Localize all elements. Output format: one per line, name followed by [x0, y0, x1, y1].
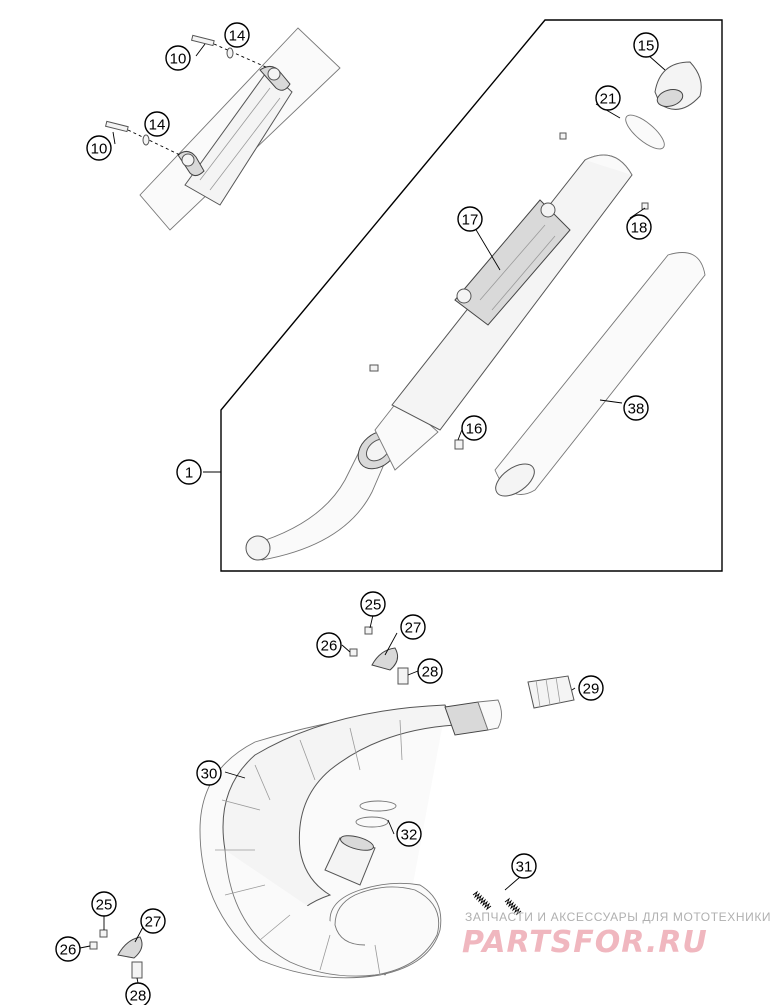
callout-group: 1 10 14 10 14 15 21 17 18 38 16 25 27 26 28 29 30 32 31 25 2… [55, 22, 659, 1005]
callout-32: 32 [396, 821, 422, 847]
callout-16: 16 [461, 415, 487, 441]
callout-number: 10 [91, 141, 108, 158]
callout-circle [417, 658, 443, 684]
callout-number: 10 [170, 51, 187, 68]
callout-circle [457, 206, 483, 232]
callout-number: 27 [405, 620, 422, 637]
callout-14: 14 [144, 111, 170, 137]
callout-circle [623, 395, 649, 421]
callout-circle [144, 111, 170, 137]
callout-circle [633, 32, 659, 58]
callout-circle [360, 591, 386, 617]
callout-31: 31 [511, 853, 537, 879]
callout-1: 1 [176, 459, 202, 485]
callout-21: 21 [595, 85, 621, 111]
callout-14: 14 [224, 22, 250, 48]
callout-circle [196, 760, 222, 786]
callout-28: 28 [125, 982, 151, 1005]
callout-28: 28 [417, 658, 443, 684]
callout-circle [626, 214, 652, 240]
silencer-assembly [245, 61, 706, 561]
callout-number: 26 [321, 638, 338, 655]
callout-circle [511, 853, 537, 879]
callout-27: 27 [400, 614, 426, 640]
callout-number: 1 [185, 465, 193, 482]
callout-circle [86, 135, 112, 161]
callout-15: 15 [633, 32, 659, 58]
callout-circle [91, 891, 117, 917]
callout-number: 18 [631, 220, 648, 237]
callout-number: 38 [628, 401, 645, 418]
callout-25: 25 [360, 591, 386, 617]
callout-number: 15 [638, 38, 655, 55]
callout-number: 17 [462, 212, 479, 229]
callout-number: 32 [401, 827, 418, 844]
callout-26: 26 [316, 632, 342, 658]
callout-circle [140, 908, 166, 934]
callout-38: 38 [623, 395, 649, 421]
callout-10: 10 [86, 135, 112, 161]
callout-circle [578, 675, 604, 701]
callout-30: 30 [196, 760, 222, 786]
callout-circle [461, 415, 487, 441]
silencer-detail-view [104, 27, 341, 231]
callout-circle [165, 45, 191, 71]
watermark-caption: ЗАПЧАСТИ И АКСЕССУАРЫ ДЛЯ МОТОТЕХНИКИ [465, 910, 771, 924]
callout-number: 27 [145, 914, 162, 931]
callout-circle [55, 936, 81, 962]
callout-number: 21 [600, 91, 617, 108]
callout-number: 31 [516, 859, 533, 876]
callout-27: 27 [140, 908, 166, 934]
callout-number: 25 [365, 597, 382, 614]
callout-number: 14 [229, 28, 246, 45]
callout-25: 25 [91, 891, 117, 917]
callout-circle [396, 821, 422, 847]
callout-circle [595, 85, 621, 111]
watermark-logo: PARTSFOR.RU [462, 925, 708, 960]
callout-29: 29 [578, 675, 604, 701]
callout-18: 18 [626, 214, 652, 240]
callout-number: 26 [60, 942, 77, 959]
callout-number: 28 [422, 664, 439, 681]
callout-circle [125, 982, 151, 1005]
callout-number: 25 [96, 897, 113, 914]
callout-number: 28 [130, 988, 147, 1005]
callout-10: 10 [165, 45, 191, 71]
callout-circle [224, 22, 250, 48]
callout-17: 17 [457, 206, 483, 232]
callout-number: 29 [583, 681, 600, 698]
callout-circle [176, 459, 202, 485]
callout-circle [400, 614, 426, 640]
callout-number: 14 [149, 117, 166, 134]
callout-26: 26 [55, 936, 81, 962]
callout-circle [316, 632, 342, 658]
header-pipe-assembly [89, 626, 575, 979]
assembly-frame [220, 19, 723, 572]
leader-lines [79, 54, 666, 984]
callout-number: 16 [466, 421, 483, 438]
callout-number: 30 [201, 766, 218, 783]
